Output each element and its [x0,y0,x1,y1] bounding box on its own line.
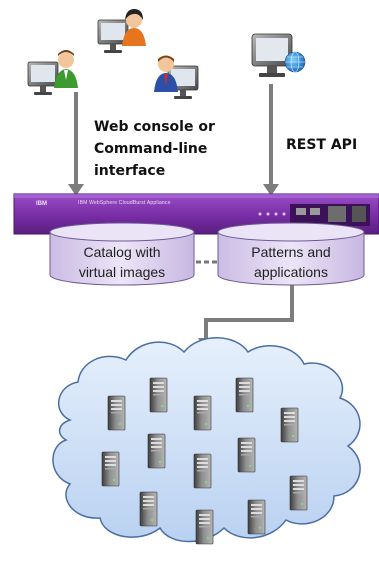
server-tower-icon [247,499,266,535]
server-tower-icon [149,377,168,413]
arrow-console-to-appliance [68,92,84,196]
server-tower-icon [193,453,212,489]
server-tower-icon [101,451,120,487]
server-tower-icon [107,395,126,431]
user-at-computer-icon [27,50,78,96]
console-label: Web console or Command-line interface [94,119,215,179]
cloud [52,337,361,543]
arrow-rest-to-appliance [263,84,279,196]
catalog-repository [49,222,195,286]
rest-api-label: REST API [286,137,358,153]
server-tower-icon [237,437,256,473]
server-tower-icon [280,407,299,443]
appliance-title: IBM WebSphere CloudBurst Appliance [78,200,171,206]
server-tower-icon [147,433,166,469]
user-at-computer-icon [97,9,146,54]
patterns-label: Patterns and applications [251,244,331,280]
user-at-computer-icon [154,55,199,100]
catalog-label: Catalog with virtual images [78,244,166,280]
server-tower-icon [289,475,308,511]
server-tower-icon [139,491,158,527]
server-tower-icon [195,509,214,545]
ibm-logo: IBM [36,201,47,207]
server-tower-icon [193,395,212,431]
computer-with-globe-icon [251,33,306,77]
server-tower-icon [235,377,254,413]
patterns-repository [217,222,365,286]
